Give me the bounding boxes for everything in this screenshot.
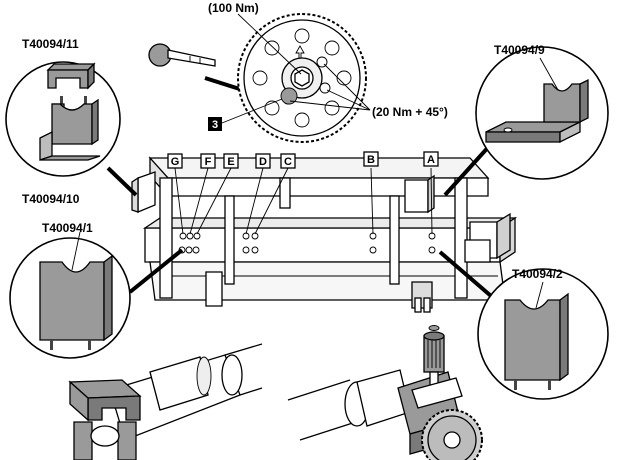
camshaft-clamp-detail	[68, 343, 263, 460]
position-a-label: A	[427, 154, 435, 166]
detail-circle-t40094-11-10: T40094/11 T40094/10	[5, 37, 138, 206]
tool-t40094-1-label: T40094/1	[42, 221, 93, 235]
position-b-marker: B	[363, 151, 379, 167]
tool-t40094-11-label: T40094/11	[22, 37, 79, 51]
fixture-frame	[131, 156, 518, 313]
t40094-2-block	[504, 292, 569, 390]
shaft-gear-detail	[287, 325, 483, 460]
position-d-label: D	[259, 156, 267, 168]
position-e-marker: E	[223, 153, 239, 169]
torque-main-label: (100 Nm)	[208, 1, 259, 15]
position-f-marker: F	[200, 153, 216, 169]
locking-pin-tool	[148, 43, 216, 67]
tool-t40094-2-label: T40094/2	[512, 267, 563, 281]
position-a-marker: A	[423, 151, 439, 167]
position-d-marker: D	[255, 153, 271, 169]
t40094-1-block	[39, 254, 113, 350]
callout-3: 3	[208, 98, 283, 131]
t40094-10-block	[39, 96, 101, 161]
t40094-11-clamp	[46, 62, 96, 90]
detail-circle-t40094-1: T40094/1	[9, 221, 184, 359]
detail-circle-t40094-9: T40094/9	[443, 43, 609, 197]
tool-t40094-9-label: T40094/9	[494, 43, 545, 57]
position-g-marker: G	[167, 153, 183, 169]
position-b-label: B	[367, 154, 375, 166]
torque-bolts-label: (20 Nm + 45°)	[372, 105, 448, 119]
sprocket-detail: (100 Nm) (20 Nm + 45°) 3	[148, 1, 448, 143]
callout-3-label: 3	[212, 119, 218, 131]
position-c-marker: C	[280, 153, 296, 169]
position-g-label: G	[171, 156, 180, 168]
position-c-label: C	[284, 156, 292, 168]
detail-circle-t40094-2: T40094/2	[438, 250, 609, 400]
sprocket-gear	[237, 13, 367, 143]
position-e-label: E	[227, 156, 234, 168]
t40094-9-bracket	[485, 78, 589, 144]
fixture-holes	[178, 232, 436, 254]
tool-t40094-10-label: T40094/10	[22, 192, 80, 206]
position-markers: G F E D C B A	[167, 151, 439, 235]
position-f-label: F	[205, 156, 212, 168]
